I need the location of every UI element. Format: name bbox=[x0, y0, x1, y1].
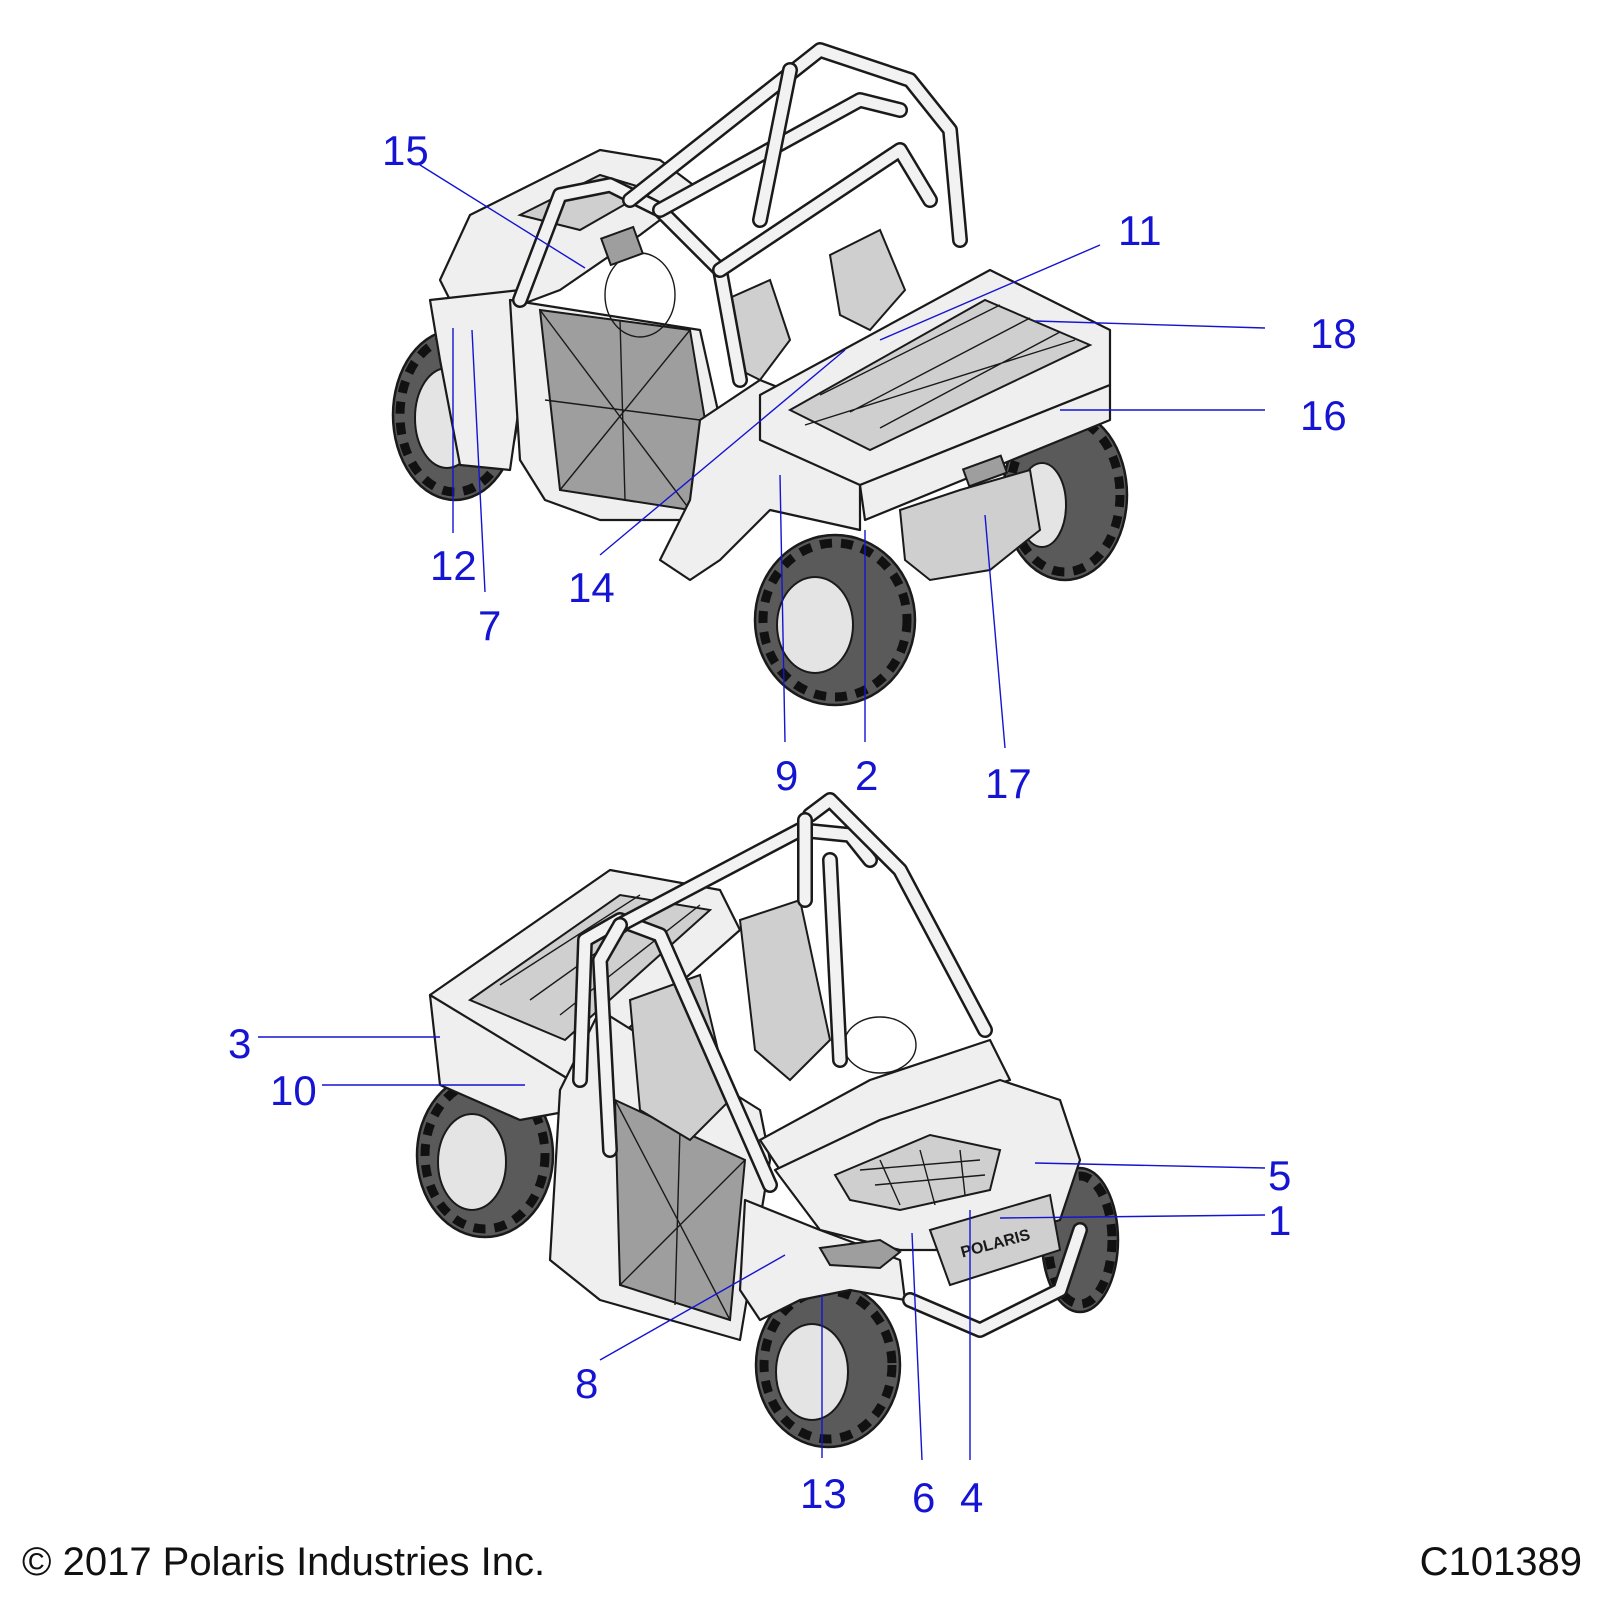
rear-drivetrain bbox=[898, 468, 1042, 582]
front-fender-front-view bbox=[738, 1198, 907, 1322]
callout-3: 3 bbox=[228, 1020, 251, 1067]
copyright-notice: © 2017 Polaris Industries Inc. bbox=[22, 1540, 546, 1584]
callout-18: 18 bbox=[1310, 310, 1357, 357]
headlight-left bbox=[818, 1238, 902, 1270]
leader-7 bbox=[471, 329, 486, 593]
seat-left-front-view bbox=[628, 973, 732, 1142]
seat-right-front-view bbox=[738, 898, 832, 1082]
callout-14: 14 bbox=[568, 564, 615, 611]
cargo-tailgate bbox=[858, 383, 1112, 522]
roll-cage-front-view bbox=[572, 792, 993, 1193]
callout-12: 12 bbox=[430, 542, 477, 589]
seat-right bbox=[828, 228, 907, 332]
callout-13: 13 bbox=[800, 1470, 847, 1517]
drawing-number: C101389 bbox=[1419, 1540, 1582, 1584]
leader-9 bbox=[779, 474, 786, 743]
callout-2: 2 bbox=[855, 752, 878, 799]
leader-6 bbox=[911, 1232, 923, 1461]
callout-9: 9 bbox=[775, 752, 798, 799]
leader-11 bbox=[879, 244, 1101, 341]
leader-5 bbox=[1034, 1162, 1266, 1169]
rear-plate bbox=[961, 454, 1009, 488]
callout-6: 6 bbox=[912, 1474, 935, 1521]
leader-17 bbox=[984, 514, 1006, 749]
callout-11: 11 bbox=[1118, 207, 1162, 254]
hood-vent bbox=[833, 1133, 1002, 1212]
dash-display bbox=[599, 225, 645, 267]
leader-lines bbox=[258, 164, 1266, 1461]
callout-4: 4 bbox=[960, 1474, 983, 1521]
callout-1: 1 bbox=[1268, 1197, 1291, 1244]
callout-8: 8 bbox=[575, 1360, 598, 1407]
leader-14 bbox=[599, 349, 846, 556]
roll-cage bbox=[512, 42, 968, 388]
leader-18 bbox=[1034, 320, 1266, 329]
callout-5: 5 bbox=[1268, 1152, 1291, 1199]
vehicle-rear-view bbox=[391, 42, 1129, 707]
leader-1 bbox=[999, 1214, 1266, 1219]
callout-7: 7 bbox=[478, 602, 501, 649]
cargo-side-panel bbox=[428, 993, 577, 1122]
callout-numbers: 15 11 18 16 12 7 14 9 2 17 3 10 5 1 8 13… bbox=[228, 127, 1357, 1521]
callout-10: 10 bbox=[270, 1067, 317, 1114]
callout-17: 17 bbox=[985, 760, 1032, 807]
rear-left-wheel bbox=[753, 533, 917, 707]
callout-15: 15 bbox=[382, 127, 429, 174]
cargo-bed-floor bbox=[787, 298, 1093, 452]
steering-wheel-front-view bbox=[843, 1016, 917, 1074]
callout-16: 16 bbox=[1300, 392, 1347, 439]
leader-15 bbox=[419, 164, 586, 269]
leader-8 bbox=[599, 1254, 786, 1361]
vehicle-front-view: POLARIS bbox=[415, 792, 1120, 1449]
